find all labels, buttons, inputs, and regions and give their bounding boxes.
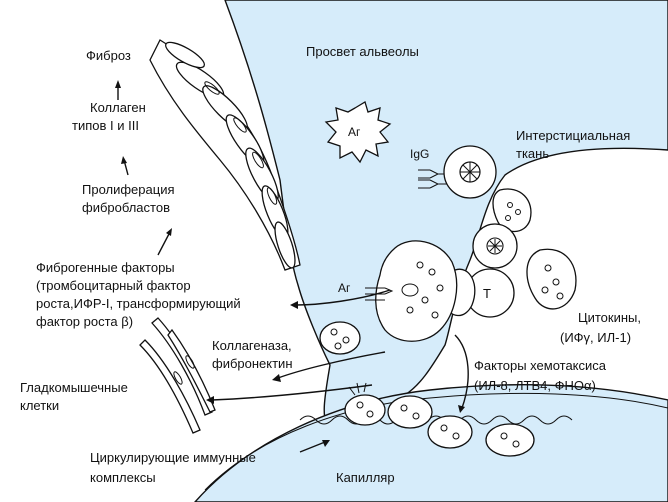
proliferation-label-1: Пролиферация: [82, 182, 175, 197]
arrow-mast-to-fibrogenic: [295, 289, 391, 306]
interstitial-cell-left: [319, 321, 361, 355]
fibrogenic-label-1: Фиброгенные факторы: [36, 260, 175, 275]
cytokines-label-2: (ИФγ, ИЛ-1): [560, 330, 631, 345]
arrow-chemotaxis: [454, 334, 469, 409]
fibrosis-label: Фиброз: [86, 48, 131, 63]
smooth-muscle-cells: [139, 317, 216, 434]
fibrogenic-label-4: фактор роста β): [36, 314, 133, 329]
proliferation-label-2: фибробластов: [82, 200, 170, 215]
capillary-area: [194, 384, 668, 502]
interstitial-label-2: ткань: [516, 146, 549, 161]
antigen-particle: [324, 101, 392, 164]
fibrogenic-label-2: (тромбоцитарный фактор: [36, 278, 191, 293]
collagenase-label-2: фибронектин: [212, 356, 293, 371]
igg-antibody: [418, 169, 448, 189]
arrow-lumen-to-collagenase: [277, 351, 386, 379]
collagen-label-2: типов I и III: [72, 118, 139, 133]
arrow-to-smooth-muscle: [211, 384, 373, 401]
arrow-immune-complex-flow: [299, 441, 326, 453]
antigen-mid-label: Аг: [338, 281, 351, 295]
capillary-endothelium: [204, 392, 668, 491]
chemotaxis-label-1: Факторы хемотаксиса: [474, 358, 607, 373]
smooth-muscle-label-2: клетки: [20, 398, 59, 413]
t-cell-label: T: [483, 286, 491, 301]
chemotaxis-label-2: (ИЛ-8, ЛТВ4, ФНОα): [474, 378, 596, 393]
immune-complex-label-1: Циркулирующие иммунные: [90, 450, 256, 465]
collagenase-label-1: Коллагеназа,: [212, 338, 292, 353]
alveolar-lumen-label: Просвет альвеолы: [306, 44, 419, 59]
collagen-label-1: Коллаген: [90, 100, 146, 115]
activated-macrophage: [443, 145, 497, 199]
fibrogenic-label-3: роста,ИФР-I, трансформирующий: [36, 296, 241, 311]
immune-complex-label-2: комплексы: [90, 470, 156, 485]
fibroblast-cluster: [149, 39, 301, 271]
capillary-wavy-wall: [299, 415, 573, 425]
cytokines-label-1: Цитокины,: [578, 310, 641, 325]
arrows: [115, 80, 469, 453]
smooth-muscle-label-1: Гладкомышечные: [20, 380, 128, 395]
capillary-label: Капилляр: [336, 470, 395, 485]
antigen-top-label: Аг: [348, 125, 361, 139]
igg-label: IgG: [410, 147, 429, 161]
interstitial-label-1: Интерстициальная: [516, 128, 630, 143]
capillary-cells: [344, 382, 535, 457]
mast-cell: [375, 240, 458, 342]
arrow-fibrogenic-to-prolif: [157, 231, 171, 256]
